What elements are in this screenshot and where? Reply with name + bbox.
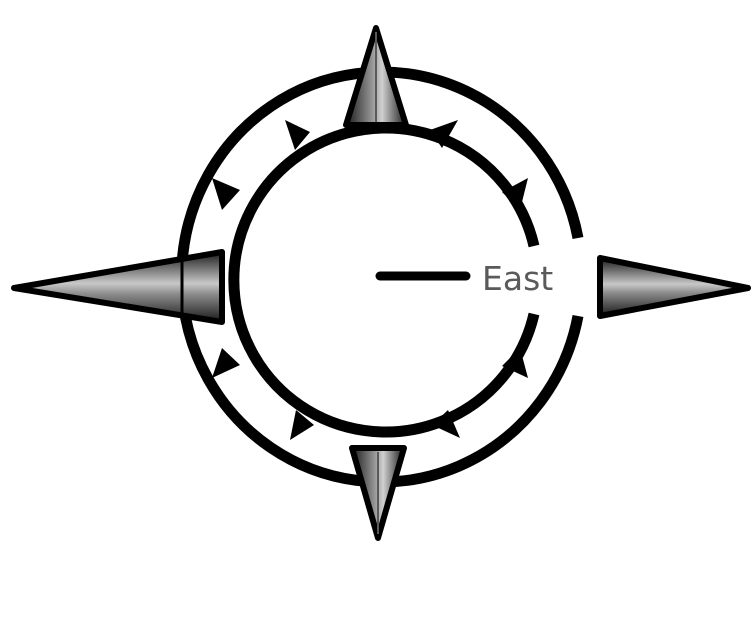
east-point xyxy=(600,258,748,316)
ring-tick xyxy=(212,178,240,210)
ring-tick xyxy=(212,348,240,378)
west-point xyxy=(14,252,222,322)
south-point xyxy=(352,448,404,538)
direction-label: East xyxy=(482,259,553,298)
